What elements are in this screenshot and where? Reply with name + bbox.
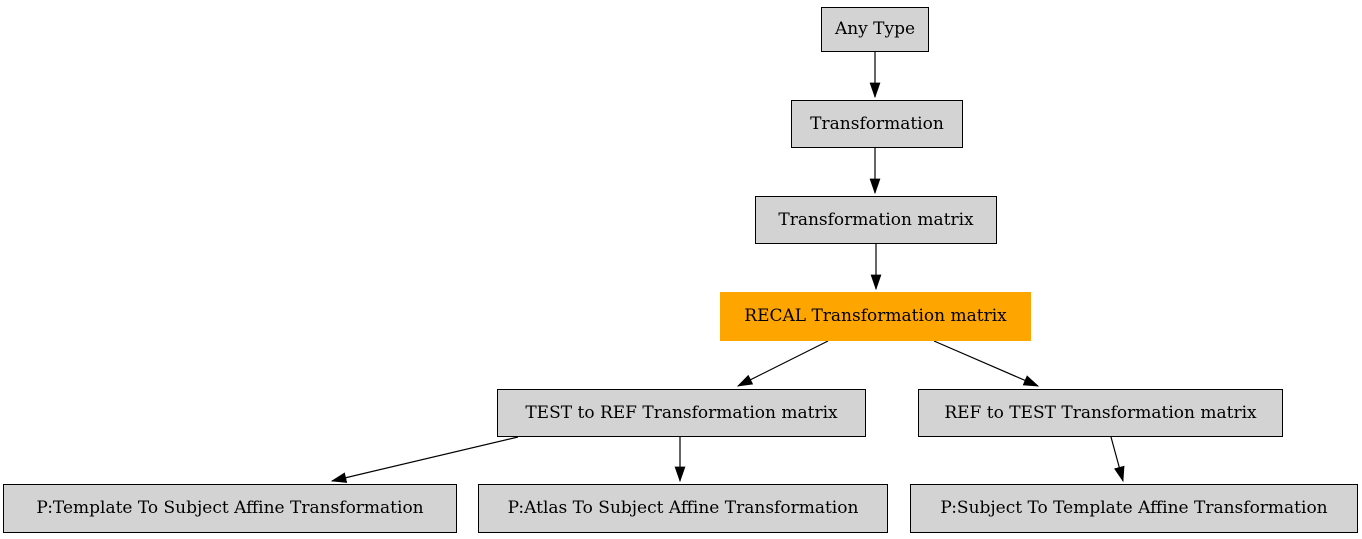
node-recal-transformation-matrix[interactable]: RECAL Transformation matrix	[720, 292, 1031, 341]
node-transformation[interactable]: Transformation	[791, 100, 963, 148]
node-p-atlas-to-subject-affine-transformation[interactable]: P:Atlas To Subject Affine Transformation	[478, 484, 888, 533]
edge-ref-to-test-to-p-subject	[1110, 436, 1125, 483]
edge-recal-to-ref-to-test	[933, 340, 1040, 387]
node-test-to-ref-transformation-matrix[interactable]: TEST to REF Transformation matrix	[497, 389, 866, 437]
node-ref-to-test-transformation-matrix[interactable]: REF to TEST Transformation matrix	[918, 389, 1283, 437]
edge-test-to-ref-to-p-template	[330, 436, 519, 483]
node-label: P:Subject To Template Affine Transformat…	[940, 498, 1328, 518]
node-label: REF to TEST Transformation matrix	[944, 402, 1257, 423]
node-label: RECAL Transformation matrix	[744, 306, 1007, 326]
node-p-template-to-subject-affine-transformation[interactable]: P:Template To Subject Affine Transformat…	[3, 484, 457, 533]
node-label: P:Atlas To Subject Affine Transformation	[507, 498, 859, 518]
node-label: P:Template To Subject Affine Transformat…	[36, 498, 424, 518]
node-p-subject-to-template-affine-transformation[interactable]: P:Subject To Template Affine Transformat…	[910, 484, 1358, 533]
edge-recal-to-test-to-ref	[736, 340, 829, 387]
node-label: Transformation	[810, 113, 944, 134]
node-label: TEST to REF Transformation matrix	[525, 402, 838, 423]
node-transformation-matrix[interactable]: Transformation matrix	[755, 196, 997, 244]
node-label: Transformation matrix	[778, 209, 974, 230]
node-any-type[interactable]: Any Type	[821, 7, 929, 52]
node-label: Any Type	[834, 19, 916, 39]
